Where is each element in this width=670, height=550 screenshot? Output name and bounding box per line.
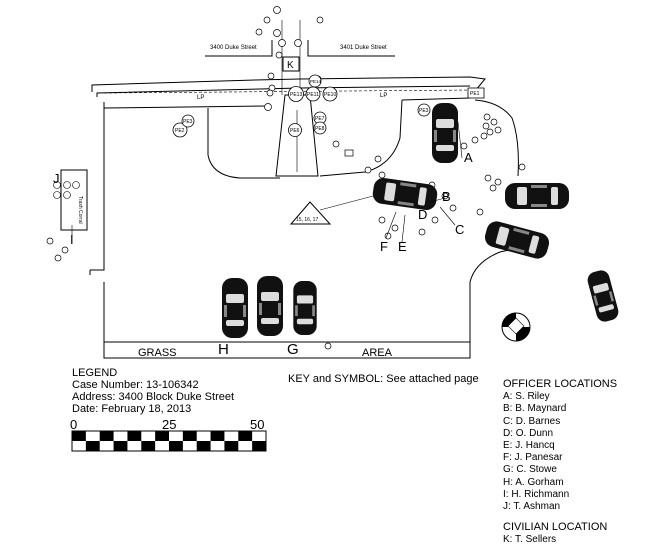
position-letter-j: J: [53, 171, 60, 186]
vehicle-g: [293, 281, 317, 335]
scale-cell: [210, 431, 225, 441]
position-letter-g: G: [287, 341, 299, 358]
position-letter-f: F: [380, 239, 388, 254]
svg-text:PE2: PE2: [175, 128, 185, 134]
officer-item: B: B. Maynard: [503, 403, 567, 415]
officer-item: G: C. Stowe: [503, 464, 557, 476]
light-pole-label-left: LP: [197, 95, 204, 101]
scale-cell: [99, 431, 114, 441]
vehicle-far-right: [585, 268, 621, 324]
pe10-marker: PE10: [322, 86, 338, 102]
legend-title: LEGEND: [72, 367, 118, 379]
pe13-marker: PE13: [288, 86, 304, 102]
scale-cell: [238, 431, 253, 441]
scale-bar: 0 25 50: [70, 418, 267, 452]
svg-text:PE3: PE3: [183, 119, 193, 125]
vehicle-right-1: [505, 183, 569, 209]
civilian-item: K: T. Sellers: [503, 534, 557, 546]
svg-text:PE7: PE7: [315, 116, 325, 122]
svg-text:PE11: PE11: [307, 92, 319, 98]
address: Address: 3400 Block Duke Street: [72, 391, 235, 403]
civilian-location-title: CIVILIAN LOCATION: [503, 521, 608, 534]
pe-marker-lot: PE3: [417, 103, 431, 117]
scale-label-25: 25: [162, 418, 176, 432]
vehicle-a: [432, 103, 458, 163]
pe-markers: PE2 PE3 PE13 PE11 PE10 PE14 PE6 PE7 PE8 …: [172, 74, 485, 157]
officer-locations-panel: OFFICER LOCATIONS A: S. Riley B: B. Mayn…: [503, 378, 617, 547]
officer-item: J: T. Ashman: [503, 501, 561, 513]
position-letter-a: A: [464, 150, 473, 165]
position-letter-i: I: [70, 232, 74, 247]
svg-text:PE13: PE13: [290, 92, 302, 98]
marker-box-k: [282, 56, 300, 72]
pe2-marker: PE2: [172, 122, 188, 138]
marker-k-label: K: [287, 60, 294, 71]
position-letter-e: E: [398, 239, 407, 254]
position-letter-h: H: [218, 341, 229, 358]
street-edge: LP LP: [91, 76, 486, 101]
vehicle-middle: [257, 276, 283, 336]
scale-label-50: 50: [250, 418, 264, 432]
scale-cell: [224, 441, 239, 451]
key-symbol-note: KEY and SYMBOL: See attached page: [288, 373, 479, 385]
scale-cell: [113, 441, 128, 451]
duke-street-area: 3400 Duke Street 3401 Duke Street: [205, 40, 395, 57]
vehicle-h: [222, 278, 248, 338]
crime-scene-diagram: 3400 Duke Street 3401 Duke Street LP LP …: [46, 6, 621, 359]
position-letter-b: B: [442, 189, 451, 204]
light-pole-label-right: LP: [380, 93, 387, 99]
triangle-marker: 15, 16, 17: [289, 195, 374, 225]
pe8-marker: PE8: [313, 121, 327, 135]
svg-text:PE3: PE3: [419, 108, 429, 114]
vehicle-b: [371, 176, 439, 212]
trash-corral: Trash Corral: [53, 169, 88, 231]
scale-cell: [155, 431, 169, 441]
pe6-marker: PE6: [288, 123, 302, 137]
officer-item: F: J. Panesar: [503, 452, 563, 464]
scale-cell: [169, 441, 183, 451]
scale-cell: [196, 441, 211, 451]
evidence-markers: [46, 6, 526, 350]
svg-text:PE14: PE14: [310, 79, 322, 84]
area-label: AREA: [362, 347, 393, 359]
scale-cell: [127, 431, 142, 441]
officer-item: H: A. Gorham: [503, 476, 564, 488]
position-letter-c: C: [455, 222, 464, 237]
pe1-marker: PE1: [467, 87, 485, 99]
vehicle-right-2: [482, 219, 552, 261]
position-letter-d: D: [418, 207, 427, 222]
scale-cell: [72, 431, 86, 441]
officer-item: E: J. Hancq: [503, 440, 555, 452]
svg-text:Trash Corral: Trash Corral: [77, 196, 83, 224]
officer-locations-title: OFFICER LOCATIONS: [503, 378, 618, 390]
scale-cell: [252, 441, 266, 451]
date: Date: February 18, 2013: [72, 403, 192, 415]
pe3-marker: PE3: [181, 114, 195, 128]
pe14-marker: PE14: [308, 74, 322, 88]
leader-lines: [71, 121, 463, 243]
officer-item: C: D. Barnes: [503, 415, 561, 427]
officer-item: I: H. Richmann: [503, 488, 570, 500]
scale-cell: [182, 431, 197, 441]
scale-cell: [85, 441, 100, 451]
street-label-3400: 3400 Duke Street: [210, 45, 257, 51]
legend: LEGEND Case Number: 13-106342 Address: 3…: [72, 367, 234, 415]
pe11-marker: PE11: [305, 86, 321, 102]
scale-label-0: 0: [70, 418, 77, 432]
svg-text:15, 16, 17: 15, 16, 17: [296, 217, 318, 223]
case-number: Case Number: 13-106342: [72, 379, 199, 391]
svg-text:PE1: PE1: [470, 91, 480, 97]
svg-text:PE10: PE10: [324, 92, 336, 98]
parking-lot-boundary: [89, 97, 519, 359]
grass-label: GRASS: [138, 347, 177, 359]
scale-cell: [141, 441, 156, 451]
scale-checker: [72, 431, 266, 451]
north-arrow-icon: [501, 312, 531, 342]
officer-item: A: S. Riley: [503, 391, 550, 403]
street-label-3401: 3401 Duke Street: [340, 45, 387, 51]
svg-text:PE6: PE6: [290, 128, 300, 134]
officer-item: D: O. Dunn: [503, 427, 554, 439]
svg-text:PE8: PE8: [315, 126, 325, 132]
